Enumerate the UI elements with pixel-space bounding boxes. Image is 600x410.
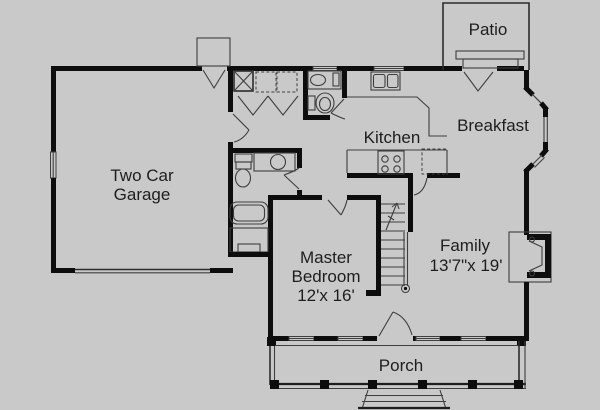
porch-column xyxy=(468,380,477,389)
master-dimensions: 12'x 16' xyxy=(297,286,355,305)
powder-room-door xyxy=(330,98,346,120)
freezer xyxy=(276,71,298,93)
toilet-tank xyxy=(307,95,316,111)
kitchen-counters xyxy=(346,71,448,175)
patio-label: Patio xyxy=(469,20,508,39)
family-west-wall xyxy=(408,178,413,232)
porch-column xyxy=(418,380,427,389)
porch-column xyxy=(270,380,279,389)
bathtub xyxy=(229,201,269,225)
patio-door-leaf xyxy=(463,71,494,92)
rear-door-leaf xyxy=(202,69,226,90)
master-toilet xyxy=(234,168,252,188)
garage-entry-door-leaf xyxy=(232,113,250,131)
master-door xyxy=(327,199,348,216)
breakfast-bay-window xyxy=(523,70,549,235)
garage xyxy=(50,37,250,274)
garage-entry-door-arc xyxy=(233,129,250,143)
front-door-arc xyxy=(392,311,413,336)
breakfast-label: Breakfast xyxy=(457,116,529,135)
stair-direction-arrow xyxy=(385,202,400,231)
laundry xyxy=(233,70,299,116)
kitchen-label: Kitchen xyxy=(364,128,421,147)
porch-column xyxy=(514,380,523,389)
range xyxy=(377,150,405,175)
front-exterior-wall xyxy=(270,311,529,341)
porch xyxy=(267,337,526,410)
toilet xyxy=(315,92,335,114)
porch-label: Porch xyxy=(379,356,423,375)
patio xyxy=(442,2,530,92)
room-labels: Patio Breakfast Kitchen Two Car Garage F… xyxy=(110,20,529,375)
laundry-door-left xyxy=(237,95,269,116)
laundry-door-right xyxy=(267,95,299,116)
powder-vanity xyxy=(307,70,342,90)
master-west-wall xyxy=(268,196,273,341)
porch-column xyxy=(320,380,329,389)
staircase xyxy=(381,202,411,294)
front-door-leaf xyxy=(378,311,394,337)
refrigerator xyxy=(421,148,448,175)
family-dimensions: 13'7"x 19' xyxy=(429,256,502,275)
family-label: Family xyxy=(440,236,491,255)
kitchen-sink xyxy=(370,71,401,91)
counter-edge xyxy=(347,96,447,137)
firebox xyxy=(528,240,543,272)
dryer xyxy=(255,71,277,93)
powder-sink xyxy=(309,73,327,87)
fireplace xyxy=(508,231,552,341)
master-label-line1: Master xyxy=(300,248,352,267)
master-bath xyxy=(228,148,302,257)
patio-outline xyxy=(442,2,530,70)
newel-post xyxy=(400,283,411,294)
porch-column xyxy=(368,380,377,389)
master-sink xyxy=(269,153,287,171)
garage-label-line1: Two Car xyxy=(110,166,174,185)
rear-stoop xyxy=(196,37,231,67)
powder-room xyxy=(303,66,347,120)
front-steps xyxy=(358,389,450,410)
master-label-line2: Bedroom xyxy=(292,267,361,286)
stair-wall xyxy=(376,196,381,296)
washer xyxy=(233,70,254,92)
master-vanity xyxy=(253,152,296,172)
interior-walls xyxy=(268,173,460,341)
kitchen-south-wall xyxy=(347,173,413,178)
garage-label-line2: Garage xyxy=(114,185,171,204)
